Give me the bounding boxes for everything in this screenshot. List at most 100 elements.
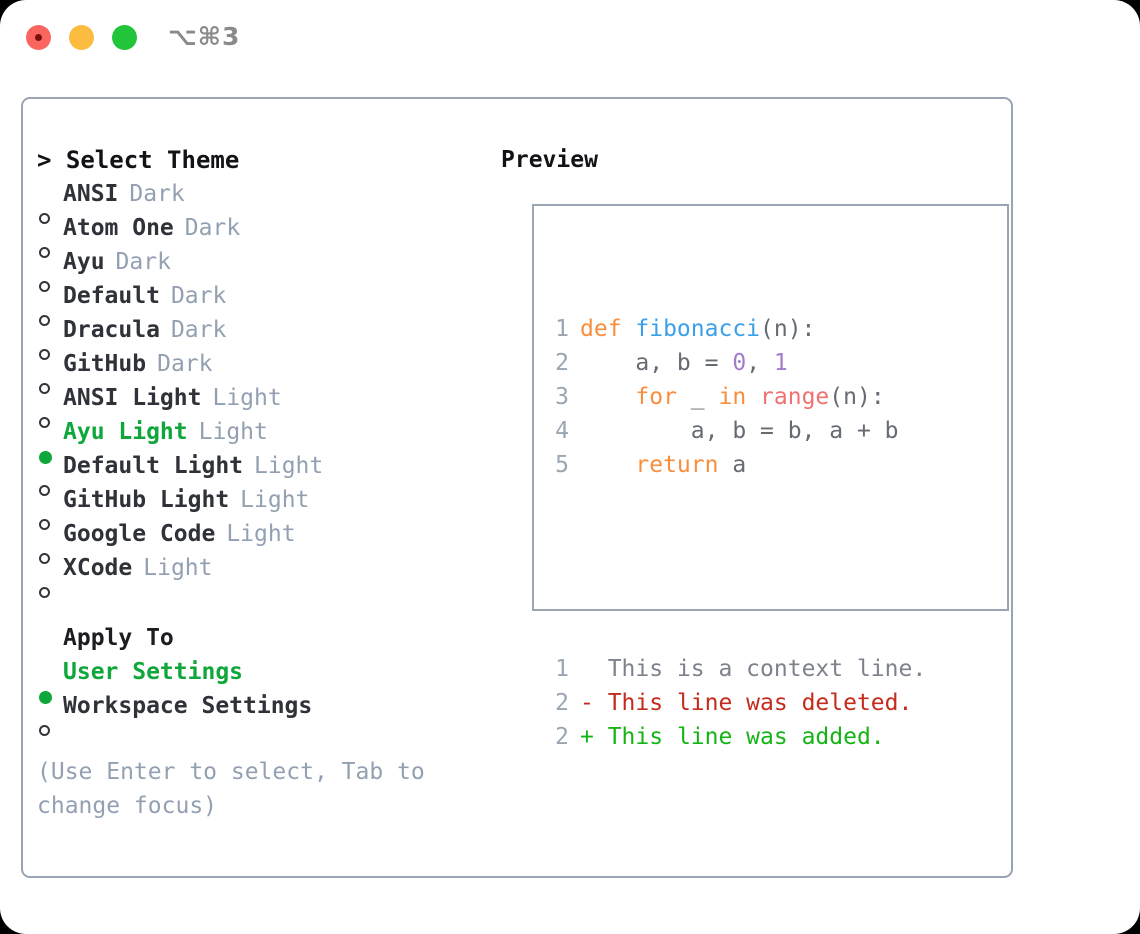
radio-ring [39,519,50,530]
theme-option[interactable]: Atom One Dark [37,211,492,258]
radio-ring [39,315,50,326]
apply-to-option[interactable]: User Settings [37,655,492,704]
radio-ring [39,383,50,394]
diff-sign: + [580,724,594,750]
code-token: (n): [829,384,885,410]
radio-ring [39,417,50,428]
code-line: 3 for _ in range(n): [552,380,926,414]
theme-option-label: ANSI [63,181,119,207]
zoom-window-icon[interactable] [112,25,137,50]
radio-dot [39,451,52,464]
theme-option-label: Atom One [63,215,174,241]
theme-option-tag: Dark [184,215,241,241]
keyboard-hint: (Use Enter to select, Tab to change focu… [37,759,439,819]
diff-text: This is a context line. [593,656,927,682]
code-token [580,452,635,478]
theme-option-tag: Light [240,487,310,513]
theme-option-label: GitHub Light [63,487,230,513]
diff-text: This line was added. [593,724,885,750]
theme-option-tag: Dark [115,249,171,275]
minimize-window-icon[interactable] [69,25,94,50]
preview-title: Preview [501,147,598,173]
code-token: 1 [773,350,788,376]
theme-option[interactable]: GitHub Light Light [37,483,492,530]
radio-ring [39,349,50,360]
theme-option-label: Google Code [63,521,216,547]
code-token: return [635,452,719,478]
section-spacer [37,585,492,621]
theme-option-tag: Light [212,385,282,411]
code-token: for [635,384,677,410]
theme-option-tag: Light [143,555,213,581]
code-token: range [760,384,830,410]
diff-text: This line was deleted. [593,690,913,716]
diff-line: 2 + This line was added. [552,720,926,754]
theme-list-header: > Select Theme [37,146,240,174]
code-token: , [746,350,774,376]
code-token: fibonacci [635,316,761,342]
theme-option[interactable]: ANSI Dark [37,177,492,224]
radio-ring [39,485,50,496]
code-line-number: 1 [555,316,569,342]
diff-line-number: 1 [555,656,569,682]
code-blank-line [552,550,926,584]
theme-option-label: Default [63,283,160,309]
radio-dot [39,691,52,704]
theme-option[interactable]: Default Light Light [37,449,492,496]
code-token: def [580,316,636,342]
theme-option-label: ANSI Light [63,385,202,411]
theme-option-label: Ayu Light [63,419,188,445]
theme-option-tag: Light [226,521,296,547]
diff-line: 1 This is a context line. [552,652,926,686]
theme-option[interactable]: Ayu Dark [37,245,492,292]
radio-ring [39,213,50,224]
diff-sign: - [580,690,594,716]
close-window-icon[interactable] [26,25,51,50]
diff-sign [580,656,594,682]
theme-option-label: Ayu [63,249,105,275]
code-token: (n): [760,316,816,342]
theme-option-tag: Dark [170,317,227,343]
theme-option-label: Default Light [63,453,244,479]
diff-line-number: 2 [555,724,569,750]
code-line-number: 2 [555,350,569,376]
apply-to-title: Apply To [63,625,174,651]
diff-sample: 1 This is a context line.2- This line wa… [552,652,926,754]
radio-ring [39,725,50,736]
apply-to-option[interactable]: Workspace Settings [37,689,492,736]
code-token [580,384,635,410]
radio-ring [39,281,50,292]
code-line: 2 a, b = 0, 1 [552,346,926,380]
theme-option[interactable]: Ayu Light Light [37,415,492,464]
theme-option-label: XCode [63,555,133,581]
theme-option[interactable]: XCode Light [37,551,492,598]
theme-option-label: GitHub [63,351,147,377]
diff-line-number: 2 [555,690,569,716]
theme-option-label: Dracula [63,317,160,343]
theme-option[interactable]: Dracula Dark [37,313,492,360]
code-token: a, b = b, a + b [580,418,899,444]
code-token: 0 [732,350,747,376]
code-token: in [718,384,747,410]
theme-option-tag: Light [198,419,268,445]
theme-option[interactable]: ANSI Light Light [37,381,492,428]
radio-ring [39,553,50,564]
code-line: 5 return a [552,448,926,482]
theme-option-tag: Dark [129,181,185,207]
theme-option[interactable]: Google Code Light [37,517,492,564]
code-line-number: 3 [555,384,569,410]
theme-option-tag: Light [254,453,324,479]
apply-to-option-label: User Settings [63,659,244,685]
diff-line: 2- This line was deleted. [552,686,926,720]
